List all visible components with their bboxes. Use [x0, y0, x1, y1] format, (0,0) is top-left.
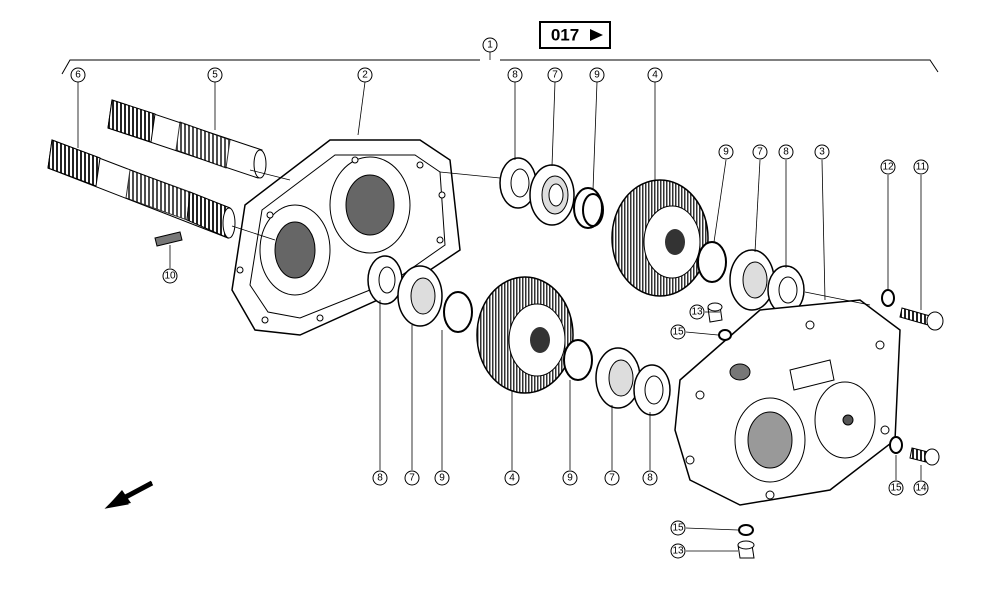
callout-side-plug[interactable]: 14: [913, 480, 929, 496]
washer-top: [881, 289, 895, 307]
low-circlip: [443, 291, 473, 333]
callout-mid-bearing[interactable]: 7: [604, 470, 620, 486]
bottom-oring: [738, 524, 754, 536]
callout-mid-circlip[interactable]: 9: [562, 470, 578, 486]
assembly-bracket: [61, 59, 939, 75]
top-circlip: [573, 187, 604, 229]
callout-bottom-oring[interactable]: 15: [670, 520, 686, 536]
side-oring: [889, 436, 903, 454]
svg-text:6: 6: [75, 70, 81, 81]
callout-pin[interactable]: 10: [162, 268, 178, 284]
callout-plug-top[interactable]: 13: [689, 304, 705, 320]
low-bearing: [397, 265, 443, 327]
callout-shaft-long[interactable]: 6: [70, 67, 86, 83]
front-direction-arrow-icon: [104, 480, 154, 509]
svg-text:4: 4: [652, 70, 658, 81]
mid-circlip: [563, 339, 593, 381]
svg-text:4: 4: [509, 473, 515, 484]
svg-text:1: 1: [487, 40, 493, 51]
low-gear: [476, 276, 574, 394]
svg-text:7: 7: [757, 147, 763, 158]
svg-text:3: 3: [819, 147, 825, 158]
svg-text:8: 8: [783, 147, 789, 158]
mid-seal: [633, 364, 671, 416]
callout-oring-top[interactable]: 15: [670, 324, 686, 340]
svg-text:11: 11: [916, 162, 927, 173]
rear-housing: [674, 299, 901, 506]
side-plug: [909, 447, 940, 466]
svg-text:7: 7: [409, 473, 415, 484]
callout-low-gear[interactable]: 4: [504, 470, 520, 486]
front-housing: [231, 139, 461, 336]
bottom-plug: [737, 540, 755, 559]
svg-text:5: 5: [212, 70, 218, 81]
svg-text:9: 9: [723, 147, 729, 158]
callout-housing-front[interactable]: 2: [357, 67, 373, 83]
callout-washer-top[interactable]: 12: [880, 159, 896, 175]
svg-text:2: 2: [362, 70, 368, 81]
callout-low-seal[interactable]: 8: [372, 470, 388, 486]
callout-top-circlip[interactable]: 9: [589, 67, 605, 83]
right-triangle-icon: [590, 29, 603, 41]
bolt: [899, 307, 944, 331]
callout-layer: 1 6 5 2 8 7 9 4 9 7 8 3 12 11 10 13 15 8…: [70, 37, 929, 559]
svg-text:14: 14: [915, 483, 927, 494]
svg-text:10: 10: [164, 271, 176, 282]
svg-text:13: 13: [691, 307, 703, 318]
callout-side-oring[interactable]: 15: [888, 480, 904, 496]
callout-bottom-plug[interactable]: 13: [670, 543, 686, 559]
callout-bolt[interactable]: 11: [913, 159, 929, 175]
callout-low-bearing[interactable]: 7: [404, 470, 420, 486]
top-bearing: [529, 164, 575, 226]
callout-right-circlip[interactable]: 9: [718, 144, 734, 160]
callout-top-seal[interactable]: 8: [507, 67, 523, 83]
svg-text:15: 15: [672, 327, 684, 338]
long-shaft: [47, 139, 236, 239]
short-shaft: [107, 99, 267, 179]
svg-text:9: 9: [439, 473, 445, 484]
right-circlip: [697, 241, 727, 283]
callout-top-gear[interactable]: 4: [647, 67, 663, 83]
right-bearing: [729, 249, 775, 311]
svg-text:15: 15: [672, 523, 684, 534]
callout-assembly[interactable]: 1: [482, 37, 498, 53]
svg-text:12: 12: [882, 162, 894, 173]
dowel-pin: [154, 231, 183, 247]
svg-text:8: 8: [647, 473, 653, 484]
callout-housing-rear[interactable]: 3: [814, 144, 830, 160]
svg-text:7: 7: [552, 70, 558, 81]
svg-text:8: 8: [377, 473, 383, 484]
callout-low-circlip[interactable]: 9: [434, 470, 450, 486]
svg-text:13: 13: [672, 546, 684, 557]
top-gear: [611, 179, 709, 297]
callout-top-bearing[interactable]: 7: [547, 67, 563, 83]
svg-text:7: 7: [609, 473, 615, 484]
svg-text:9: 9: [567, 473, 573, 484]
reference-box[interactable]: 017: [539, 21, 611, 49]
callout-shaft-short[interactable]: 5: [207, 67, 223, 83]
reference-label: 017: [551, 26, 579, 45]
mid-bearing: [595, 347, 641, 409]
plug-top: [707, 302, 723, 323]
svg-text:8: 8: [512, 70, 518, 81]
low-seal: [367, 255, 403, 305]
callout-right-bearing[interactable]: 7: [752, 144, 768, 160]
oring-top: [718, 329, 732, 341]
svg-text:15: 15: [890, 483, 902, 494]
callout-mid-seal[interactable]: 8: [642, 470, 658, 486]
svg-text:9: 9: [594, 70, 600, 81]
leader-lines: [77, 52, 922, 552]
callout-right-seal[interactable]: 8: [778, 144, 794, 160]
